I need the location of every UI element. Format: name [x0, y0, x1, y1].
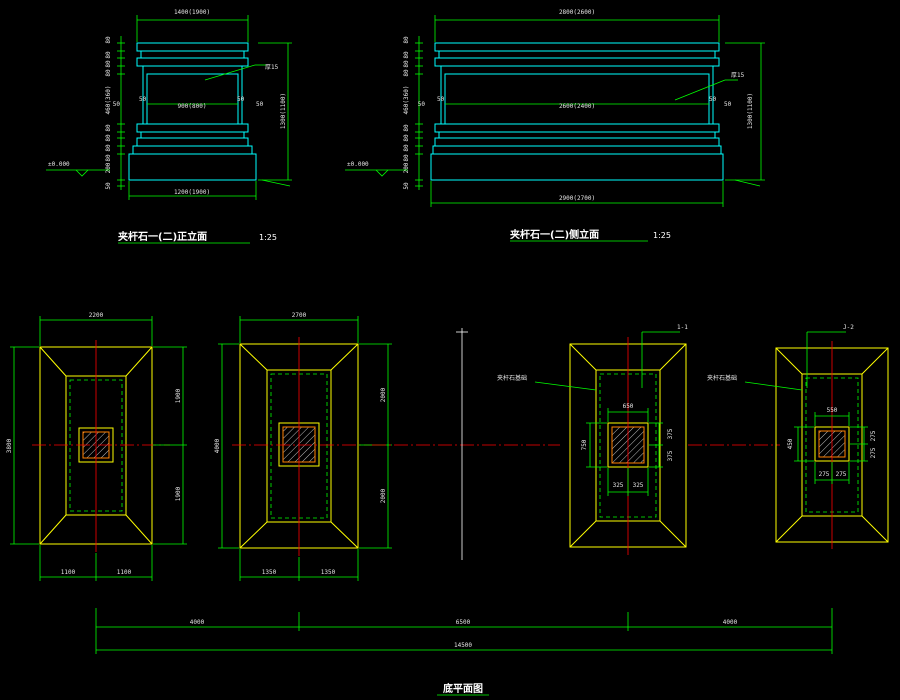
plan2-right-bottom: 2000 — [380, 488, 387, 503]
front-view-title: 夹杆石一(二)正立面 — [118, 230, 207, 243]
plan-4: J-2 夹杆石基础 550 450 275 275 275 275 — [707, 324, 889, 549]
front-dim-50: 50 — [237, 96, 245, 103]
front-dim-50: 50 — [113, 101, 121, 108]
front-dim-50: 50 — [139, 96, 147, 103]
front-dim: 80 — [105, 51, 112, 59]
overall-seg1: 4000 — [190, 619, 205, 626]
side-right-height: 1300(1100) — [747, 93, 754, 129]
front-dim: 80 — [105, 154, 112, 162]
side-dim-50: 50 — [437, 96, 445, 103]
plan4-col-width: 550 — [827, 407, 838, 414]
plan4-right-b: 275 — [870, 447, 877, 458]
side-dim-50: 50 — [724, 101, 732, 108]
plan1-bottom-left: 1100 — [61, 569, 76, 576]
break-line — [456, 328, 468, 560]
plan3-bottom-b: 325 — [633, 482, 644, 489]
front-dim: 80 — [105, 36, 112, 44]
front-leader-label: 厚15 — [265, 64, 279, 71]
front-bottom-width: 1200(1900) — [174, 189, 210, 196]
overall-dimensions — [95, 608, 833, 654]
front-dim: 80 — [105, 144, 112, 152]
plan2-bottom-right: 1350 — [321, 569, 336, 576]
plan4-right-a: 275 — [870, 430, 877, 441]
side-dim: 80 — [403, 36, 410, 44]
side-dim: 80 — [403, 51, 410, 59]
plan3-tag: 1-1 — [677, 324, 688, 331]
plan-3: 1-1 夹杆石基础 650 750 375 375 325 325 — [497, 324, 688, 555]
side-dim: 80 — [403, 154, 410, 162]
side-dim: 80 — [403, 60, 410, 68]
side-dim-50: 50 — [709, 96, 717, 103]
front-inner-width: 900(800) — [178, 103, 207, 110]
side-dim: 80 — [403, 134, 410, 142]
plan1-right-top: 1900 — [175, 388, 182, 403]
overall-total: 14500 — [454, 642, 472, 649]
plan4-note: 夹杆石基础 — [707, 374, 737, 382]
side-dim: 50 — [403, 182, 410, 190]
front-dim: 460(360) — [105, 86, 112, 115]
plan2-top-width: 2700 — [292, 312, 307, 319]
plan-title: 底平面图 — [443, 682, 483, 695]
plan1-height: 3800 — [6, 438, 13, 453]
plan3-right-a: 375 — [667, 428, 674, 439]
front-level: ±0.000 — [48, 161, 70, 168]
side-elevation: 2800(2600) 2900(2700) 2600(2400) 1300(11… — [345, 9, 765, 242]
front-dim: 80 — [105, 60, 112, 68]
side-left-dims: 80 80 80 80 460(360) 80 80 80 80 200 50 — [403, 36, 410, 190]
side-dim: 200 — [403, 162, 410, 173]
plan4-col-height: 450 — [787, 438, 794, 449]
plan1-right-bottom: 1900 — [175, 486, 182, 501]
plan2-height: 4000 — [214, 438, 221, 453]
overall-seg3: 4000 — [723, 619, 738, 626]
plan3-col-height: 750 — [581, 439, 588, 450]
side-bottom-width: 2900(2700) — [559, 195, 595, 202]
front-dim: 80 — [105, 134, 112, 142]
plan3-col-width: 650 — [623, 403, 634, 410]
front-dim: 200 — [105, 162, 112, 173]
plan1-bottom-right: 1100 — [117, 569, 132, 576]
plan2-bottom-left: 1350 — [262, 569, 277, 576]
side-view-title: 夹杆石一(二)侧立面 — [510, 228, 599, 241]
front-view-scale: 1:25 — [259, 233, 277, 242]
side-inner-width: 2600(2400) — [559, 103, 595, 110]
side-dim-50: 50 — [418, 101, 426, 108]
side-level: ±0.000 — [347, 161, 369, 168]
side-view-scale: 1:25 — [653, 231, 671, 240]
front-left-dims: 80 80 80 80 460(360) 80 80 80 80 200 50 — [105, 36, 112, 190]
front-dim: 80 — [105, 124, 112, 132]
side-dim: 80 — [403, 124, 410, 132]
front-dim: 50 — [105, 182, 112, 190]
plan2-right-top: 2000 — [380, 387, 387, 402]
side-leader-label: 厚15 — [731, 72, 745, 79]
plan-2: 2700 4000 2000 2000 1350 1350 — [214, 312, 392, 581]
side-dim: 80 — [403, 144, 410, 152]
front-top-width: 1400(1900) — [174, 9, 210, 16]
plan-1: 2200 3800 1900 1900 1100 1100 — [6, 312, 187, 581]
front-elevation: 1400(1900) 1200(1900) 900(800) 1300(1100… — [46, 9, 292, 244]
plan4-bottom-b: 275 — [836, 471, 847, 478]
side-dim: 80 — [403, 69, 410, 77]
plan4-tag: J-2 — [843, 324, 854, 331]
plan3-note: 夹杆石基础 — [497, 374, 527, 382]
side-dim: 460(360) — [403, 86, 410, 115]
front-right-height: 1300(1100) — [280, 93, 287, 129]
plan3-bottom-a: 325 — [613, 482, 624, 489]
plan1-top-width: 2200 — [89, 312, 104, 319]
side-top-width: 2800(2600) — [559, 9, 595, 16]
front-dim: 80 — [105, 69, 112, 77]
front-dim-50: 50 — [256, 101, 264, 108]
plan4-bottom-a: 275 — [819, 471, 830, 478]
overall-seg2: 6500 — [456, 619, 471, 626]
plan3-right-b: 375 — [667, 450, 674, 461]
